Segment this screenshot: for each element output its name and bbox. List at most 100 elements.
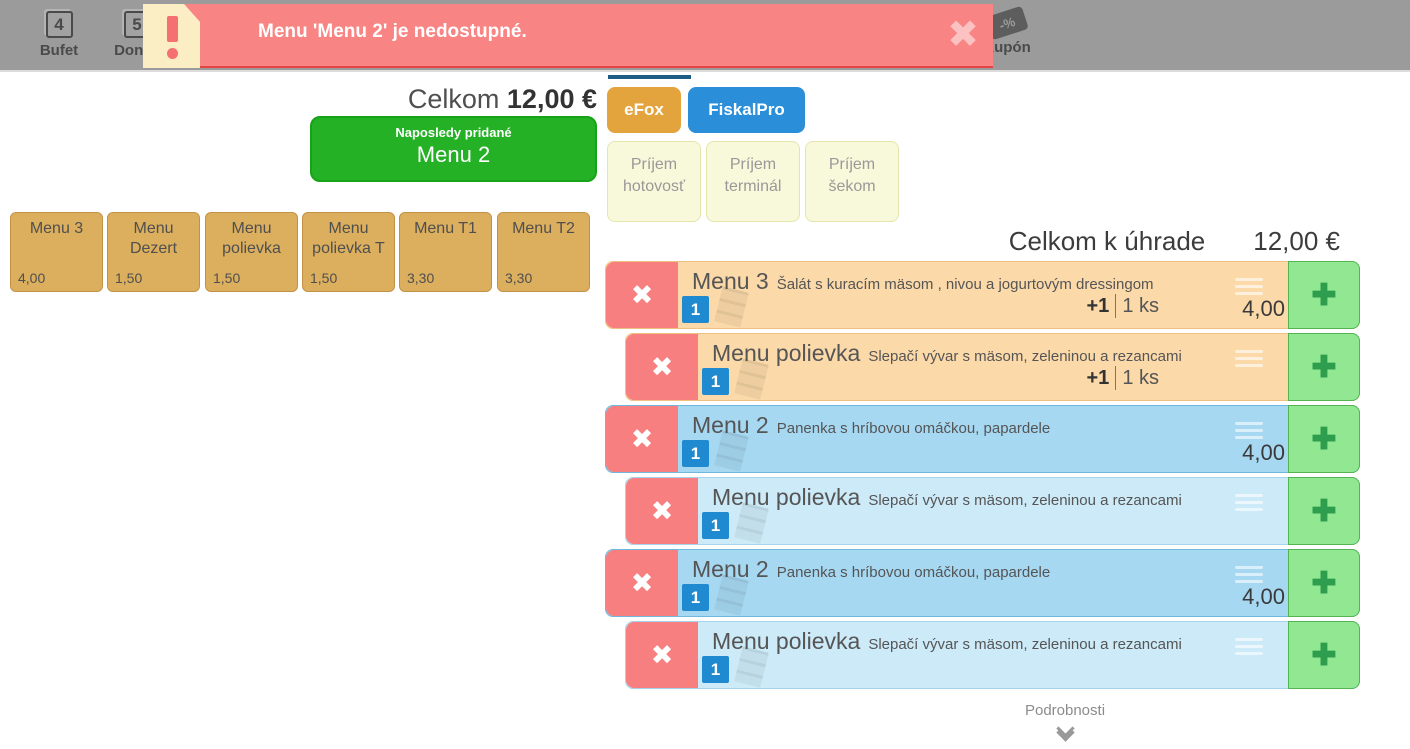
item-description: Panenka s hríbovou omáčkou, papardele — [776, 420, 1051, 437]
menu-button-price: 4,00 — [18, 270, 46, 286]
keycap-4-icon: 4 — [45, 11, 73, 38]
item-name: Menu 2 — [692, 556, 769, 582]
item-name: Menu polievka — [712, 484, 861, 510]
order-item-row: ✖ Menu 2 Panenka s hríbovou omáčkou, papa… — [605, 405, 1360, 473]
close-icon[interactable]: ✖ — [947, 14, 979, 56]
item-description: Slepačí vývar s mäsom, zeleninou a rezan… — [868, 348, 1182, 365]
divider — [1115, 366, 1117, 390]
delete-icon: ✖ — [650, 495, 674, 526]
add-item-button[interactable]: ✚ — [1288, 477, 1360, 545]
add-item-button[interactable]: ✚ — [1288, 333, 1360, 401]
drag-handle-icon[interactable] — [1235, 422, 1263, 443]
plus-icon: ✚ — [1311, 566, 1337, 600]
order-total: Celkom 12,00 € — [250, 84, 597, 115]
delete-item-button[interactable]: ✖ — [606, 550, 678, 616]
income-cheque-button[interactable]: Príjem šekom — [805, 141, 899, 222]
drag-handle-icon[interactable] — [1235, 566, 1263, 587]
quantity-change: +1 1 ks — [1086, 366, 1159, 390]
menu-button-price: 1,50 — [115, 270, 143, 286]
delete-item-button[interactable]: ✖ — [626, 334, 698, 400]
quantity-badge: 1 — [702, 656, 729, 683]
delete-icon: ✖ — [650, 639, 674, 670]
drag-handle-icon[interactable] — [1235, 494, 1263, 515]
drag-handle-icon[interactable] — [1235, 638, 1263, 659]
delete-item-button[interactable]: ✖ — [606, 262, 678, 328]
order-item-body[interactable]: Menu polievka Slepačí vývar s mäsom, zele… — [698, 478, 1289, 544]
item-price: 4,00 — [1242, 584, 1285, 609]
order-item-row: ✖ Menu polievka Slepačí vývar s mäsom, ze… — [625, 477, 1360, 545]
exclamation-icon-dot — [167, 48, 178, 59]
quantity-change: +1 1 ks — [1087, 294, 1159, 318]
item-name: Menu 2 — [692, 412, 769, 438]
delete-item-button[interactable]: ✖ — [606, 406, 678, 472]
delete-icon: ✖ — [650, 351, 674, 382]
income-terminal-button[interactable]: Príjem terminál — [706, 141, 800, 222]
menu-button-label: Menu 3 — [29, 220, 84, 237]
quantity-badge: 1 — [702, 512, 729, 539]
item-price: 4,00 — [1242, 296, 1285, 321]
income-cash-button[interactable]: Príjem hotovosť — [607, 141, 701, 222]
order-total-label: Celkom — [407, 84, 500, 114]
menu-button-price: 3,30 — [407, 270, 435, 286]
menu-button-menu-polievka-t[interactable]: Menu polievka T 1,50 — [302, 212, 395, 292]
menu-button-label: Menu Dezert — [129, 220, 178, 257]
notification-message: Menu 'Menu 2' je nedostupné. — [258, 21, 527, 42]
add-item-button[interactable]: ✚ — [1288, 621, 1360, 689]
delete-item-button[interactable]: ✖ — [626, 622, 698, 688]
details-toggle[interactable]: Podrobnosti — [965, 702, 1165, 742]
menu-button-label: Menu T2 — [512, 220, 575, 237]
menu-button-menu-t2[interactable]: Menu T2 3,30 — [497, 212, 590, 292]
exclamation-icon — [167, 16, 178, 42]
add-item-button[interactable]: ✚ — [1288, 549, 1360, 617]
details-label: Podrobnosti — [1024, 702, 1106, 719]
quantity-badge: 1 — [682, 296, 709, 323]
fiskalpro-button[interactable]: FiskalPro — [688, 87, 805, 133]
nav-label-kupon: Kupón — [983, 39, 1031, 56]
menu-button-price: 1,50 — [213, 270, 241, 286]
menu-button-menu-dezert[interactable]: Menu Dezert 1,50 — [107, 212, 200, 292]
quantity-text: 1 ks — [1122, 366, 1159, 389]
item-name: Menu polievka — [712, 628, 861, 654]
delete-icon: ✖ — [630, 567, 654, 598]
plus-icon: ✚ — [1311, 422, 1337, 456]
menu-button-label: Menu polievka T — [312, 220, 385, 257]
plus-icon: ✚ — [1311, 350, 1337, 384]
quantity-text: 1 ks — [1122, 294, 1159, 317]
nav-label-bufet: Bufet — [39, 42, 79, 59]
menu-button-menu-polievka[interactable]: Menu polievka 1,50 — [205, 212, 298, 292]
drag-handle-icon[interactable] — [1235, 278, 1263, 299]
quantity-badge: 1 — [702, 368, 729, 395]
quantity-badge: 1 — [682, 584, 709, 611]
efox-button[interactable]: eFox — [607, 87, 681, 133]
menu-button-label: Menu polievka — [222, 220, 281, 257]
quantity-badge: 1 — [682, 440, 709, 467]
plus-icon: ✚ — [1311, 278, 1337, 312]
plus-icon: ✚ — [1311, 638, 1337, 672]
nav-item-bufet[interactable]: 4 Bufet — [24, 11, 94, 59]
divider — [1115, 294, 1117, 318]
delete-item-button[interactable]: ✖ — [626, 478, 698, 544]
menu-button-menu-3[interactable]: Menu 3 4,00 — [10, 212, 103, 292]
last-added-button[interactable]: Naposledy pridané Menu 2 — [310, 116, 597, 182]
quantity-delta: +1 — [1086, 366, 1110, 389]
item-name: Menu 3 — [692, 268, 769, 294]
menu-button-price: 1,50 — [310, 270, 338, 286]
item-description: Slepačí vývar s mäsom, zeleninou a rezan… — [868, 492, 1182, 509]
nav-item-kupon[interactable]: -% Kupón — [972, 5, 1042, 56]
add-item-button[interactable]: ✚ — [1288, 405, 1360, 473]
last-added-caption: Naposledy pridané — [395, 125, 512, 140]
total-due-label: Celkom k úhrade — [1008, 226, 1206, 256]
order-item-body[interactable]: Menu 2 Panenka s hríbovou omáčkou, papard… — [678, 406, 1289, 472]
drag-handle-icon[interactable] — [1235, 350, 1263, 371]
add-item-button[interactable]: ✚ — [1288, 261, 1360, 329]
delete-icon: ✖ — [630, 423, 654, 454]
menu-button-menu-t1[interactable]: Menu T1 3,30 — [399, 212, 492, 292]
